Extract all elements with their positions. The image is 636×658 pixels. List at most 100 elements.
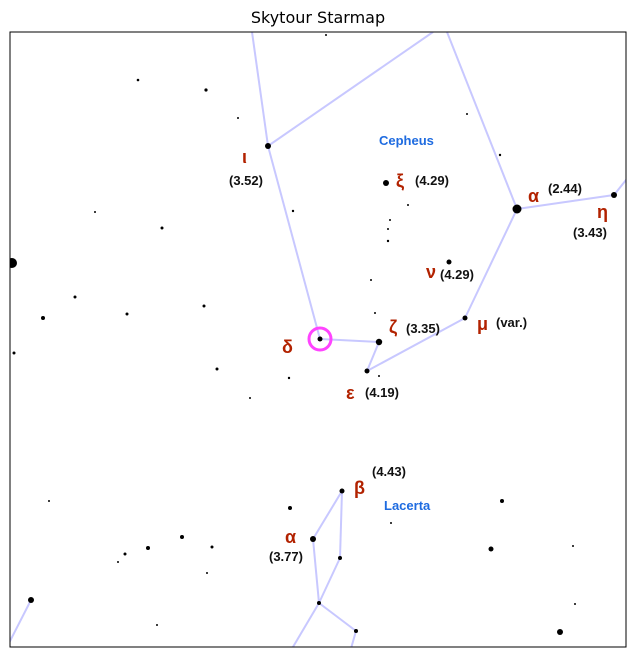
star <box>354 629 358 633</box>
constellation-line <box>312 538 320 604</box>
star <box>136 78 140 82</box>
constellation-line <box>312 490 343 540</box>
star <box>374 312 376 314</box>
constellation-line <box>319 338 380 343</box>
star <box>387 228 389 230</box>
mag-xi: (4.29) <box>415 173 449 188</box>
mag-eta: (3.43) <box>573 225 607 240</box>
star <box>512 204 522 214</box>
constellation-line <box>446 32 518 210</box>
star <box>446 259 452 265</box>
star <box>383 180 389 186</box>
constellation-line <box>251 32 269 147</box>
star <box>291 209 295 213</box>
mag-iota: (3.52) <box>229 173 263 188</box>
star <box>317 601 321 605</box>
star <box>288 506 292 510</box>
constellation-line <box>516 194 615 210</box>
star <box>364 368 370 374</box>
star <box>180 535 184 539</box>
greek-beta-lac: β <box>354 478 365 498</box>
star <box>117 561 119 563</box>
star <box>215 367 219 371</box>
star <box>611 192 617 198</box>
star <box>317 336 323 342</box>
constellation-line <box>464 208 518 319</box>
constellation-line <box>318 557 341 604</box>
constellation-line <box>339 490 343 559</box>
greek-eta: η <box>597 202 608 222</box>
star <box>572 545 574 547</box>
star <box>210 545 214 549</box>
star <box>41 316 45 320</box>
mag-nu: (4.29) <box>440 267 474 282</box>
constellation-line <box>350 630 357 647</box>
star <box>500 499 504 503</box>
star <box>338 556 342 560</box>
constellation-line <box>267 145 321 340</box>
greek-mu: μ <box>477 314 488 334</box>
greek-nu: ν <box>426 262 436 282</box>
greek-delta: δ <box>282 337 293 357</box>
mag-beta-lac: (4.43) <box>372 464 406 479</box>
star <box>370 279 372 281</box>
constellation-lines <box>10 32 626 647</box>
star <box>202 304 206 308</box>
star <box>287 376 291 380</box>
star <box>160 226 164 230</box>
constellation-line <box>318 602 357 632</box>
map-frame <box>9 31 627 648</box>
greek-alpha-lac: α <box>285 527 296 547</box>
star <box>125 312 129 316</box>
star <box>389 219 391 221</box>
mag-zeta: (3.35) <box>406 321 440 336</box>
star <box>146 546 150 550</box>
stars <box>10 34 617 635</box>
star <box>375 338 383 346</box>
greek-epsilon: ε <box>346 383 355 403</box>
star <box>488 546 494 552</box>
greek-xi: ξ <box>396 171 404 192</box>
star <box>123 552 127 556</box>
star <box>73 295 77 299</box>
star <box>237 117 239 119</box>
constellation-line <box>366 317 466 372</box>
map-title: Skytour Starmap <box>250 8 386 27</box>
star <box>498 153 502 157</box>
highlight-ring <box>307 326 333 352</box>
star <box>12 351 16 355</box>
constellation-line <box>613 178 626 196</box>
mag-mu: (var.) <box>496 315 527 330</box>
star <box>557 629 563 635</box>
label-cepheus: Cepheus <box>379 133 434 148</box>
mag-alpha-lac: (3.77) <box>269 549 303 564</box>
star <box>206 572 208 574</box>
constellation-line <box>291 602 320 647</box>
star <box>310 536 316 542</box>
star <box>574 603 576 605</box>
constellation-line <box>267 32 434 147</box>
star <box>10 258 17 268</box>
mag-alpha-cep: (2.44) <box>548 181 582 196</box>
star <box>339 488 345 494</box>
label-lacerta: Lacerta <box>384 498 431 513</box>
star <box>407 204 409 206</box>
greek-iota: ι <box>242 147 247 167</box>
star <box>204 88 208 92</box>
greek-zeta: ζ <box>389 317 397 338</box>
constellation-line <box>10 599 32 644</box>
mag-epsilon: (4.19) <box>365 385 399 400</box>
star <box>48 500 50 502</box>
greek-alpha-cep: α <box>528 186 539 206</box>
star <box>156 624 158 626</box>
star <box>265 143 271 149</box>
constellation-line <box>366 341 380 372</box>
star <box>378 375 380 377</box>
star <box>462 315 468 321</box>
star <box>386 239 390 243</box>
star <box>249 397 251 399</box>
star <box>466 113 468 115</box>
star <box>325 34 327 36</box>
star <box>28 597 34 603</box>
